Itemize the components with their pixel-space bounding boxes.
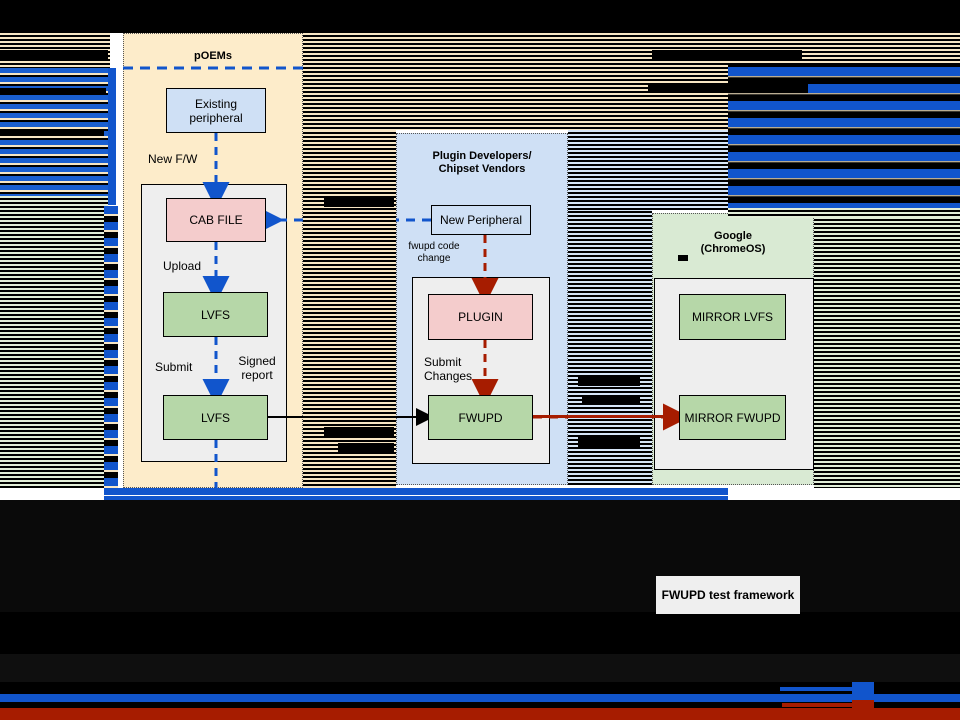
glitch-band [303, 33, 728, 130]
node-mirror-fwupd-label: MIRROR FWUPD [684, 410, 781, 425]
edge-label-upload: Upload [163, 259, 202, 273]
node-lvfs-submit-label: LVFS [200, 410, 231, 425]
node-fwupd[interactable]: FWUPD [428, 395, 533, 440]
redaction-bar [578, 435, 640, 448]
node-new-peripheral-label: New Peripheral [439, 213, 523, 227]
node-lvfs-submit[interactable]: LVFS [163, 395, 268, 440]
lane-google-title-line2: (ChromeOS) [700, 243, 766, 255]
glitch-band [728, 33, 960, 208]
glitch-band [852, 700, 874, 716]
glitch-band [104, 488, 728, 495]
glitch-band [728, 68, 960, 77]
glitch-band [108, 68, 116, 205]
glitch-band [0, 33, 110, 68]
redaction-bar [578, 375, 640, 386]
node-mirror-fwupd[interactable]: MIRROR FWUPD [679, 395, 786, 440]
lane-google-title-line1: Google [714, 230, 752, 242]
node-fwupd-test-framework[interactable]: FWUPD test framework [656, 576, 800, 614]
redaction-bar [582, 395, 640, 404]
glitch-band [0, 196, 108, 488]
node-new-peripheral[interactable]: New Peripheral [431, 205, 531, 235]
node-lvfs-upload[interactable]: LVFS [163, 292, 268, 337]
node-existing-peripheral[interactable]: Existing peripheral [166, 88, 266, 133]
lower-black-field [0, 500, 960, 620]
glitch-band [780, 687, 870, 691]
glitch-band [104, 206, 118, 488]
glitch-band [0, 130, 104, 136]
node-existing-peripheral-line1: Existing [194, 96, 238, 111]
node-lvfs-upload-label: LVFS [200, 307, 231, 322]
glitch-band [814, 213, 960, 488]
glitch-band [652, 50, 802, 59]
edge-label-submit-changes: Submit Changes [424, 355, 473, 383]
diagram-area: pOEMs Plugin Developers/ Chipset Vendors… [0, 0, 960, 504]
glitch-band [0, 708, 960, 720]
lane-plugin-title-line1: Plugin Developers/ [432, 150, 532, 162]
edge-label-signed-report: Signed report [238, 354, 276, 382]
node-mirror-lvfs[interactable]: MIRROR LVFS [679, 294, 786, 340]
redaction-bar [324, 196, 394, 207]
glitch-band [648, 84, 808, 93]
glitch-band [568, 133, 652, 485]
glitch-band [303, 130, 396, 488]
node-mirror-lvfs-label: MIRROR LVFS [691, 310, 774, 324]
node-existing-peripheral-line2: peripheral [189, 110, 243, 125]
lane-plugin-title-line2: Chipset Vendors [438, 163, 526, 175]
lane-poems-title: pOEMs [194, 50, 232, 62]
node-cab-file-label: CAB FILE [189, 213, 243, 227]
node-fwupd-label: FWUPD [458, 410, 503, 425]
glitch-band [728, 33, 960, 63]
glitch-band [0, 88, 106, 95]
glitch-band [0, 702, 960, 707]
glitch-band [568, 130, 728, 210]
lower-black-field-2 [0, 620, 960, 682]
node-plugin-label: PLUGIN [458, 310, 503, 324]
node-fwupd-test-framework-label: FWUPD test framework [661, 588, 795, 602]
edge-label-submit-left: Submit [155, 360, 193, 374]
glitch-band [852, 682, 874, 700]
glitch-band [0, 0, 960, 33]
glitch-band [0, 68, 108, 196]
redaction-bar [338, 443, 394, 452]
node-cab-file[interactable]: CAB FILE [166, 198, 266, 242]
glitch-band [782, 703, 870, 707]
glitch-band [0, 50, 108, 60]
edge-label-new-fw: New F/W [148, 152, 198, 166]
node-plugin[interactable]: PLUGIN [428, 294, 533, 340]
redaction-bar [324, 427, 394, 438]
edge-label-fwupd-code-change: fwupd code change [408, 241, 460, 264]
glitch-band [0, 694, 960, 702]
